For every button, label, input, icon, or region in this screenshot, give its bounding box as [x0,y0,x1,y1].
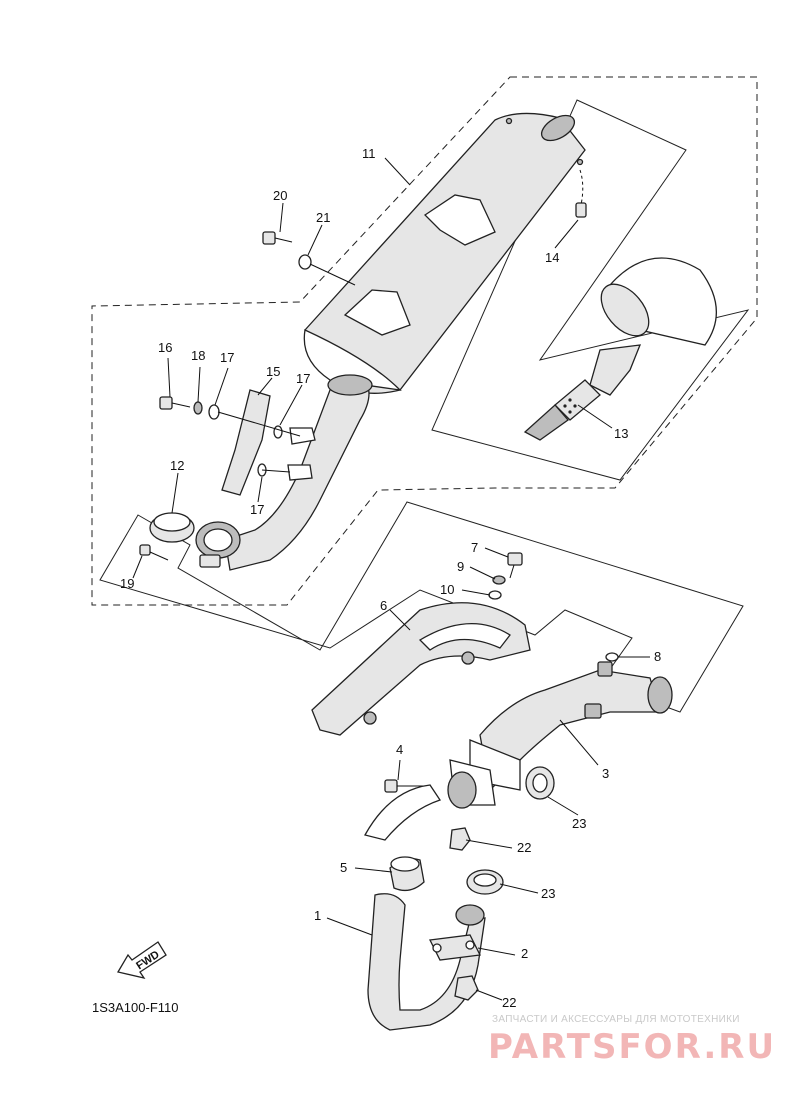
callout-17a: 17 [220,350,234,365]
gasket-5 [389,856,425,892]
tailpipe-frame [431,99,750,481]
callout-21: 21 [316,210,330,225]
nut-22b [454,975,479,1001]
muffler-bolt-14 [575,169,587,218]
gasket-23a [525,766,555,800]
callout-23a: 23 [572,816,586,831]
callout-10: 10 [440,582,454,597]
callout-15: 15 [266,364,280,379]
washer-10 [488,590,502,600]
callout-19: 19 [120,576,134,591]
muffler-end-cap [600,257,717,346]
spark-arrestor-13 [523,344,642,441]
gasket-23b [466,869,504,895]
washer-8 [605,652,619,662]
watermark-brand: PARTSFOR.RU [488,1027,776,1067]
callout-12: 12 [170,458,184,473]
callout-22b: 22 [502,995,516,1010]
callout-11: 11 [362,146,376,161]
callout-17b: 17 [296,371,310,386]
callout-22a: 22 [517,840,531,855]
exhaust-pipe-3 [447,661,673,809]
bolt-19 [139,544,169,561]
washer-18 [193,401,203,415]
callout-16: 16 [158,340,172,355]
callout-9: 9 [457,559,464,574]
watermark-tagline: ЗАПЧАСТИ И АКСЕССУАРЫ ДЛЯ МОТОТЕХНИКИ [492,1014,740,1025]
callout-4: 4 [396,742,403,757]
callout-3: 3 [602,766,609,781]
callout-2: 2 [521,946,528,961]
exhaust-protector-6 [311,602,531,736]
callout-14: 14 [545,250,559,265]
flange-2 [429,934,481,961]
diagram-code: 1S3A100-F110 [92,1000,179,1015]
callout-6: 6 [380,598,387,613]
washer-17a [208,404,220,420]
callout-1: 1 [314,908,321,923]
joint-clamp [195,521,241,568]
bolt-16 [159,396,191,410]
nut-22a [449,827,471,851]
callout-23b: 23 [541,886,555,901]
callout-20: 20 [273,188,287,203]
callout-13: 13 [614,426,628,441]
bolt-7 [507,552,523,579]
bolt-20 [262,231,293,245]
callout-18: 18 [191,348,205,363]
callout-5: 5 [340,860,347,875]
leader-lines [132,157,650,1001]
washer-9 [492,575,506,585]
bracket-15 [221,389,316,496]
washer-17b [273,425,283,439]
fwd-arrow-icon: FWD [116,941,167,980]
pipe-heat-shield [364,784,442,841]
muffler-group-outline [91,76,758,606]
callout-7: 7 [471,540,478,555]
washer-21 [298,254,312,270]
callout-8: 8 [654,649,661,664]
header-pipe-1 [367,893,486,1031]
gasket-12 [149,512,195,543]
callout-17c: 17 [250,502,264,517]
muffler [303,112,586,394]
